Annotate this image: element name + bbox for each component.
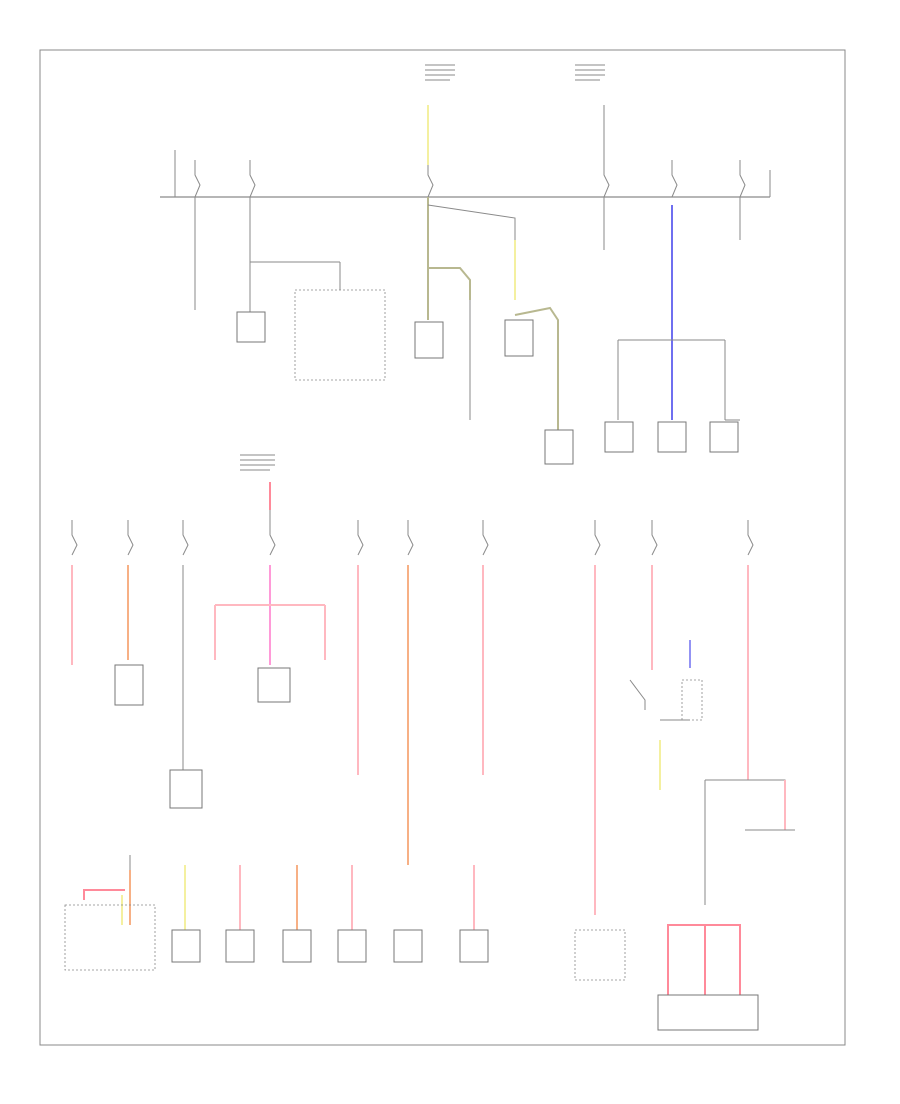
component-box	[337, 929, 367, 963]
red-relay-wires	[667, 924, 741, 995]
component-box	[393, 929, 423, 963]
component-box	[459, 929, 489, 963]
module-dashed	[294, 289, 386, 381]
component-box	[709, 421, 739, 453]
olive-wire-right	[514, 306, 559, 430]
component-box	[504, 319, 534, 357]
diagram-border	[39, 49, 846, 1046]
component-box	[414, 321, 444, 359]
top-source-left	[425, 64, 455, 81]
module-dashed	[681, 679, 703, 721]
component-box	[657, 421, 687, 453]
mid-source	[240, 454, 275, 471]
module-dashed	[574, 929, 626, 981]
fuse-row-top	[174, 150, 746, 198]
component-box	[171, 929, 201, 963]
component-box	[169, 769, 203, 809]
red-wire-bottom	[83, 889, 125, 900]
component-box	[257, 667, 291, 703]
component-box	[236, 311, 266, 343]
olive-wire-branch	[428, 267, 471, 300]
component-box	[604, 421, 634, 453]
pink-branch	[214, 604, 326, 660]
component-box	[544, 429, 574, 465]
component-box	[114, 664, 144, 706]
top-source-right	[575, 64, 605, 81]
component-box	[282, 929, 312, 963]
component-box	[225, 929, 255, 963]
relay-block	[657, 994, 759, 1031]
fuse-row-mid	[71, 510, 754, 556]
module-dashed	[64, 904, 156, 971]
